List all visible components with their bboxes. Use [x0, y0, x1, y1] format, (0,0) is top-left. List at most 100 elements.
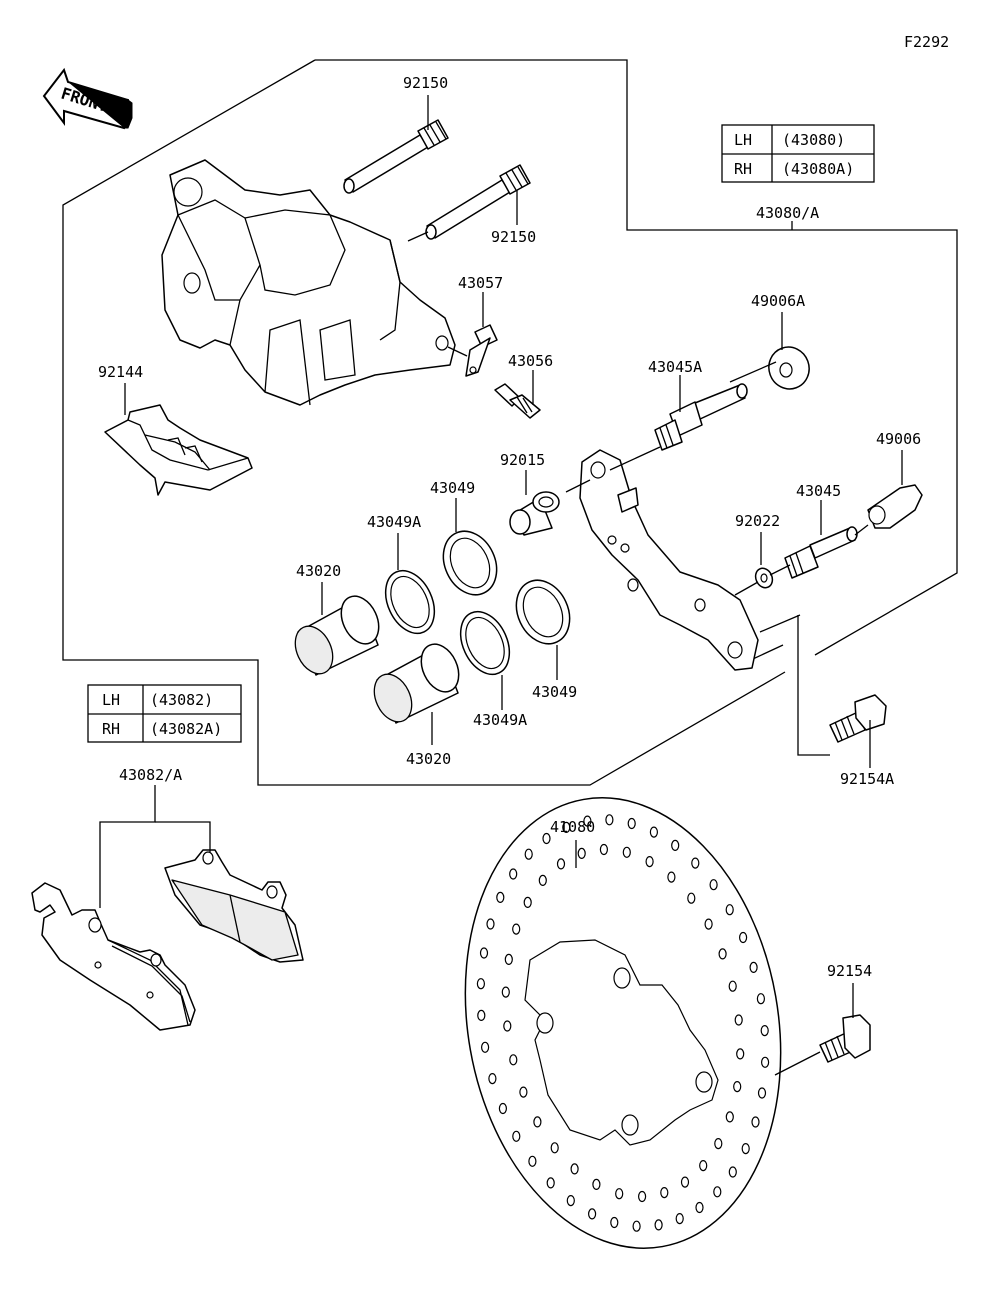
disc-hole — [645, 855, 654, 868]
bleeder-valve — [494, 383, 541, 419]
disc-hole — [714, 1137, 723, 1150]
label-boot: 49006 — [876, 430, 921, 448]
disc-hole — [649, 826, 659, 838]
slide-pin-a — [654, 383, 748, 451]
disc-hole — [533, 1116, 542, 1128]
piston-seal-top — [442, 530, 498, 596]
disc-hole — [605, 814, 614, 826]
disc-hole — [757, 1087, 767, 1099]
disc-hole — [599, 843, 609, 856]
boot — [867, 484, 923, 529]
bracket-bolt — [829, 694, 887, 743]
caliper-rh-side: RH — [734, 160, 752, 178]
disc-hole — [486, 918, 495, 930]
disc-hole — [627, 817, 636, 830]
boot-a — [768, 346, 810, 390]
disc-hole — [542, 832, 551, 845]
caliper-lh-part: (43080) — [782, 131, 845, 149]
dust-seal-left — [384, 569, 436, 635]
brake-pad-left — [31, 882, 196, 1031]
disc-hole — [756, 993, 766, 1005]
disc-hole — [760, 1024, 769, 1037]
front-arrow-icon: FRONT — [42, 67, 133, 130]
disc-hole — [725, 904, 734, 916]
disc-hole — [512, 1130, 521, 1142]
label-washer: 92022 — [735, 512, 780, 530]
dust-seal-bottom — [459, 610, 511, 676]
bleeder-cap — [465, 324, 498, 377]
caliper-body — [161, 159, 456, 406]
caliper-lh-side: LH — [734, 131, 752, 149]
disc-hole — [632, 1220, 641, 1232]
disc-hole — [501, 986, 510, 998]
disc-hole — [538, 874, 547, 887]
disc-hole — [738, 931, 748, 944]
disc-ventilation-holes — [476, 814, 770, 1232]
disc-hole — [695, 1201, 704, 1214]
disc-hole — [728, 980, 737, 992]
label-bolt: 92154 — [827, 962, 872, 980]
disc-hole — [570, 1163, 579, 1175]
label-pin-mid: 92150 — [491, 228, 536, 246]
disc-hole — [699, 1159, 708, 1172]
pads-lh-side: LH — [102, 691, 120, 709]
disc-hole — [479, 947, 489, 959]
callout-labels: 92150 92150 43080/A 43057 43056 49006A 4… — [98, 74, 921, 980]
disc-hole — [524, 848, 533, 860]
label-pin-top: 92150 — [403, 74, 448, 92]
disc-hole — [566, 1194, 575, 1207]
washer — [754, 567, 774, 589]
disc-hole — [728, 1166, 737, 1178]
pin-sleeve — [509, 491, 560, 536]
disc-hole — [687, 892, 696, 904]
disc-hole — [477, 1009, 486, 1022]
pads-rh-side: RH — [102, 720, 120, 738]
pad-spring — [104, 404, 253, 496]
disc-hole — [615, 1188, 624, 1200]
disc-hole — [503, 1020, 512, 1032]
piston-top — [294, 595, 380, 676]
disc-hole — [528, 1155, 537, 1167]
disc-hole — [733, 1080, 742, 1093]
piston-bottom — [373, 643, 460, 724]
disc-hole — [481, 1041, 490, 1053]
disc-hole — [718, 948, 727, 960]
disc-hole — [667, 871, 676, 883]
disc-hole — [476, 978, 485, 990]
disc-hole — [519, 1086, 528, 1098]
disc-hole — [660, 1186, 669, 1199]
disc-hole — [725, 1111, 734, 1123]
label-spring: 92144 — [98, 363, 143, 381]
disc-hole — [509, 1054, 518, 1066]
disc-hole — [523, 896, 532, 909]
label-bleeder-valve: 43056 — [508, 352, 553, 370]
disc-hole — [622, 846, 631, 858]
disc-hole — [512, 923, 521, 935]
label-pin-a: 43045A — [648, 358, 702, 376]
caliper-bracket — [579, 449, 759, 671]
label-bolt-a: 92154A — [840, 770, 894, 788]
piston-seal-right — [515, 579, 571, 645]
disc-hole — [741, 1142, 750, 1155]
disc-hole — [671, 839, 680, 852]
disc-hole — [509, 868, 518, 880]
caliper-rh-part: (43080A) — [782, 160, 854, 178]
brake-disc — [464, 797, 782, 1249]
label-seal-right: 43049 — [532, 683, 577, 701]
caliper-variant-table: LH (43080) RH (43080A) — [721, 124, 875, 183]
label-piston-top: 43020 — [296, 562, 341, 580]
brake-pad-right — [164, 849, 304, 963]
disc-hole — [736, 1048, 745, 1060]
disc-hole — [680, 1176, 690, 1188]
disc-hole — [749, 961, 758, 974]
label-pads-assy: 43082/A — [119, 766, 182, 784]
disc-hole — [637, 1190, 647, 1203]
disc-hole — [488, 1072, 497, 1085]
caliper-pin-top — [343, 119, 449, 194]
disc-hole — [498, 1102, 507, 1115]
disc-hole — [709, 879, 718, 891]
disc-hole — [546, 1177, 555, 1189]
label-seal-top: 43049 — [430, 479, 475, 497]
disc-hole — [577, 847, 586, 860]
